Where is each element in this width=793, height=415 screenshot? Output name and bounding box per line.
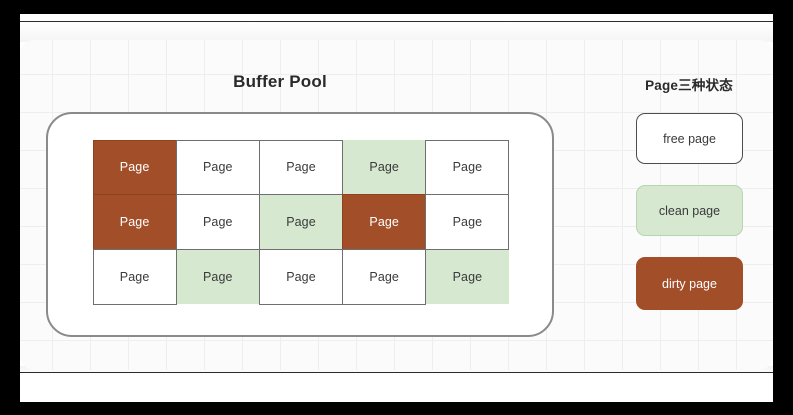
- page-cell-label: Page: [119, 214, 150, 229]
- page-cell-free[interactable]: Page: [258, 139, 344, 196]
- legend: free page clean page dirty page: [636, 113, 743, 310]
- page-cell-free[interactable]: Page: [425, 194, 510, 250]
- page-cell-label: Page: [119, 269, 150, 284]
- page-cell-clean[interactable]: Page: [425, 249, 509, 304]
- page-cell-dirty[interactable]: Page: [342, 194, 427, 250]
- page-cell-label: Page: [286, 160, 316, 175]
- page-cell-label: Page: [452, 214, 483, 229]
- legend-item-label: free page: [663, 131, 716, 146]
- page-cell-label: Page: [286, 269, 316, 284]
- page-cell-free[interactable]: Page: [175, 139, 260, 196]
- page-cell-free[interactable]: Page: [258, 248, 344, 305]
- legend-item-label: clean page: [658, 203, 721, 218]
- legend-item-label: dirty page: [662, 276, 717, 291]
- page-cell-dirty[interactable]: Page: [92, 194, 177, 250]
- page-cell-label: Page: [202, 160, 233, 175]
- legend-item-clean[interactable]: clean page: [636, 185, 743, 236]
- page-cell-label: Page: [286, 214, 316, 229]
- page-cell-label: Page: [369, 214, 399, 229]
- page-cell-free[interactable]: Page: [175, 194, 260, 250]
- legend-item-dirty[interactable]: dirty page: [636, 257, 743, 310]
- page-cell-free[interactable]: Page: [425, 139, 510, 196]
- page-cell-clean[interactable]: Page: [342, 140, 426, 195]
- page-cell-label: Page: [369, 269, 399, 284]
- legend-item-free[interactable]: free page: [636, 113, 743, 164]
- page-cell-free[interactable]: Page: [342, 248, 427, 305]
- page-cell-label: Page: [452, 160, 483, 175]
- sheet-bottom-rule: [20, 372, 773, 373]
- buffer-pool-title: Buffer Pool: [233, 72, 327, 91]
- page-cell-label: Page: [452, 269, 483, 284]
- page-cell-label: Page: [202, 214, 233, 229]
- page-cell-label: Page: [119, 160, 150, 175]
- page-cell-dirty[interactable]: Page: [92, 139, 177, 196]
- page-cell-label: Page: [369, 160, 399, 175]
- page-cell-free[interactable]: Page: [92, 248, 177, 305]
- page-states-title: Page三种状态: [645, 78, 733, 93]
- page-cell-clean[interactable]: Page: [176, 249, 260, 304]
- sheet-top-rule: [20, 21, 773, 22]
- page-cell-label: Page: [202, 269, 233, 284]
- page-cell-clean[interactable]: Page: [259, 194, 343, 250]
